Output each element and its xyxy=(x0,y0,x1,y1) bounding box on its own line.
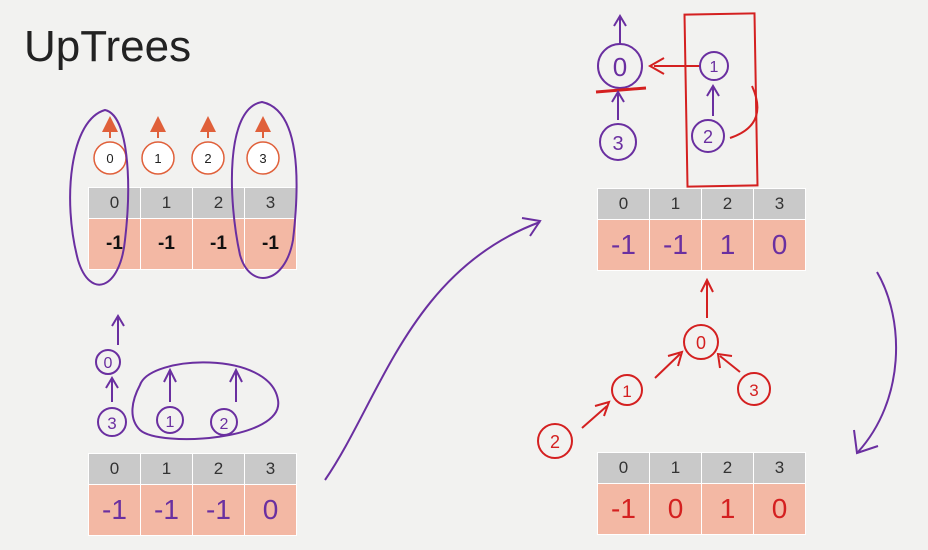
node-label: 0 xyxy=(104,355,113,372)
array-c-value: 0 xyxy=(753,219,806,271)
highlight-loop xyxy=(131,361,280,441)
subtree-box xyxy=(683,12,759,188)
array-a-value: -1 xyxy=(244,218,297,270)
array-c-index: 2 xyxy=(701,188,754,220)
array-d-value: 1 xyxy=(701,483,754,535)
node-label: 1 xyxy=(710,59,719,76)
node-label: 3 xyxy=(107,414,116,433)
node-label: 0 xyxy=(696,333,706,353)
array-b-index: 0 xyxy=(88,453,141,485)
transition-arrow xyxy=(324,217,542,481)
array-b-value: -1 xyxy=(140,484,193,536)
array-d-value: 0 xyxy=(649,483,702,535)
node-label: 3 xyxy=(749,381,758,400)
node-label: 0 xyxy=(613,52,627,82)
highlight-loop xyxy=(230,100,298,279)
node-label: 1 xyxy=(154,151,161,166)
array-d: 0 1 2 3 -1 0 1 0 xyxy=(597,452,806,535)
array-b-value: 0 xyxy=(244,484,297,536)
array-b-value: -1 xyxy=(192,484,245,536)
highlight-loop xyxy=(69,108,130,286)
node-a-1: 1 xyxy=(141,116,175,175)
array-a-index: 1 xyxy=(140,187,193,219)
node-label: 2 xyxy=(703,127,713,147)
node-label: 1 xyxy=(622,382,631,401)
array-b-index: 3 xyxy=(244,453,297,485)
array-c: 0 1 2 3 -1 -1 1 0 xyxy=(597,188,806,271)
array-d-index: 1 xyxy=(649,452,702,484)
array-a-value: -1 xyxy=(88,218,141,270)
node-label: 0 xyxy=(106,151,113,166)
array-d-value: -1 xyxy=(597,483,650,535)
array-a: 0 1 2 3 -1 -1 -1 -1 xyxy=(88,187,297,270)
tree-a: 0 1 2 3 xyxy=(69,100,298,286)
array-c-index: 3 xyxy=(753,188,806,220)
array-d-index: 3 xyxy=(753,452,806,484)
transition-arrow xyxy=(853,271,897,455)
array-a-index: 0 xyxy=(88,187,141,219)
array-d-value: 0 xyxy=(753,483,806,535)
node-label: 3 xyxy=(612,133,623,155)
node-label: 2 xyxy=(550,432,560,452)
array-d-index: 2 xyxy=(701,452,754,484)
node-label: 2 xyxy=(220,416,229,433)
array-c-index: 0 xyxy=(597,188,650,220)
array-a-value: -1 xyxy=(140,218,193,270)
tree-b: 0 3 1 2 xyxy=(95,314,280,441)
array-c-value: 1 xyxy=(701,219,754,271)
node-a-3: 3 xyxy=(246,116,280,175)
array-a-index: 3 xyxy=(244,187,297,219)
array-b: 0 1 2 3 -1 -1 -1 0 xyxy=(88,453,297,536)
array-b-index: 1 xyxy=(140,453,193,485)
array-c-value: -1 xyxy=(649,219,702,271)
node-label: 2 xyxy=(204,151,211,166)
node-label: 1 xyxy=(166,414,175,431)
array-c-index: 1 xyxy=(649,188,702,220)
node-label: 3 xyxy=(259,151,266,166)
page-title: UpTrees xyxy=(24,22,192,71)
tree-d: 0 1 2 3 xyxy=(537,277,771,459)
tree-c: 0 3 1 2 xyxy=(595,12,759,188)
node-a-2: 2 xyxy=(191,116,225,175)
array-c-value: -1 xyxy=(597,219,650,271)
array-b-value: -1 xyxy=(88,484,141,536)
